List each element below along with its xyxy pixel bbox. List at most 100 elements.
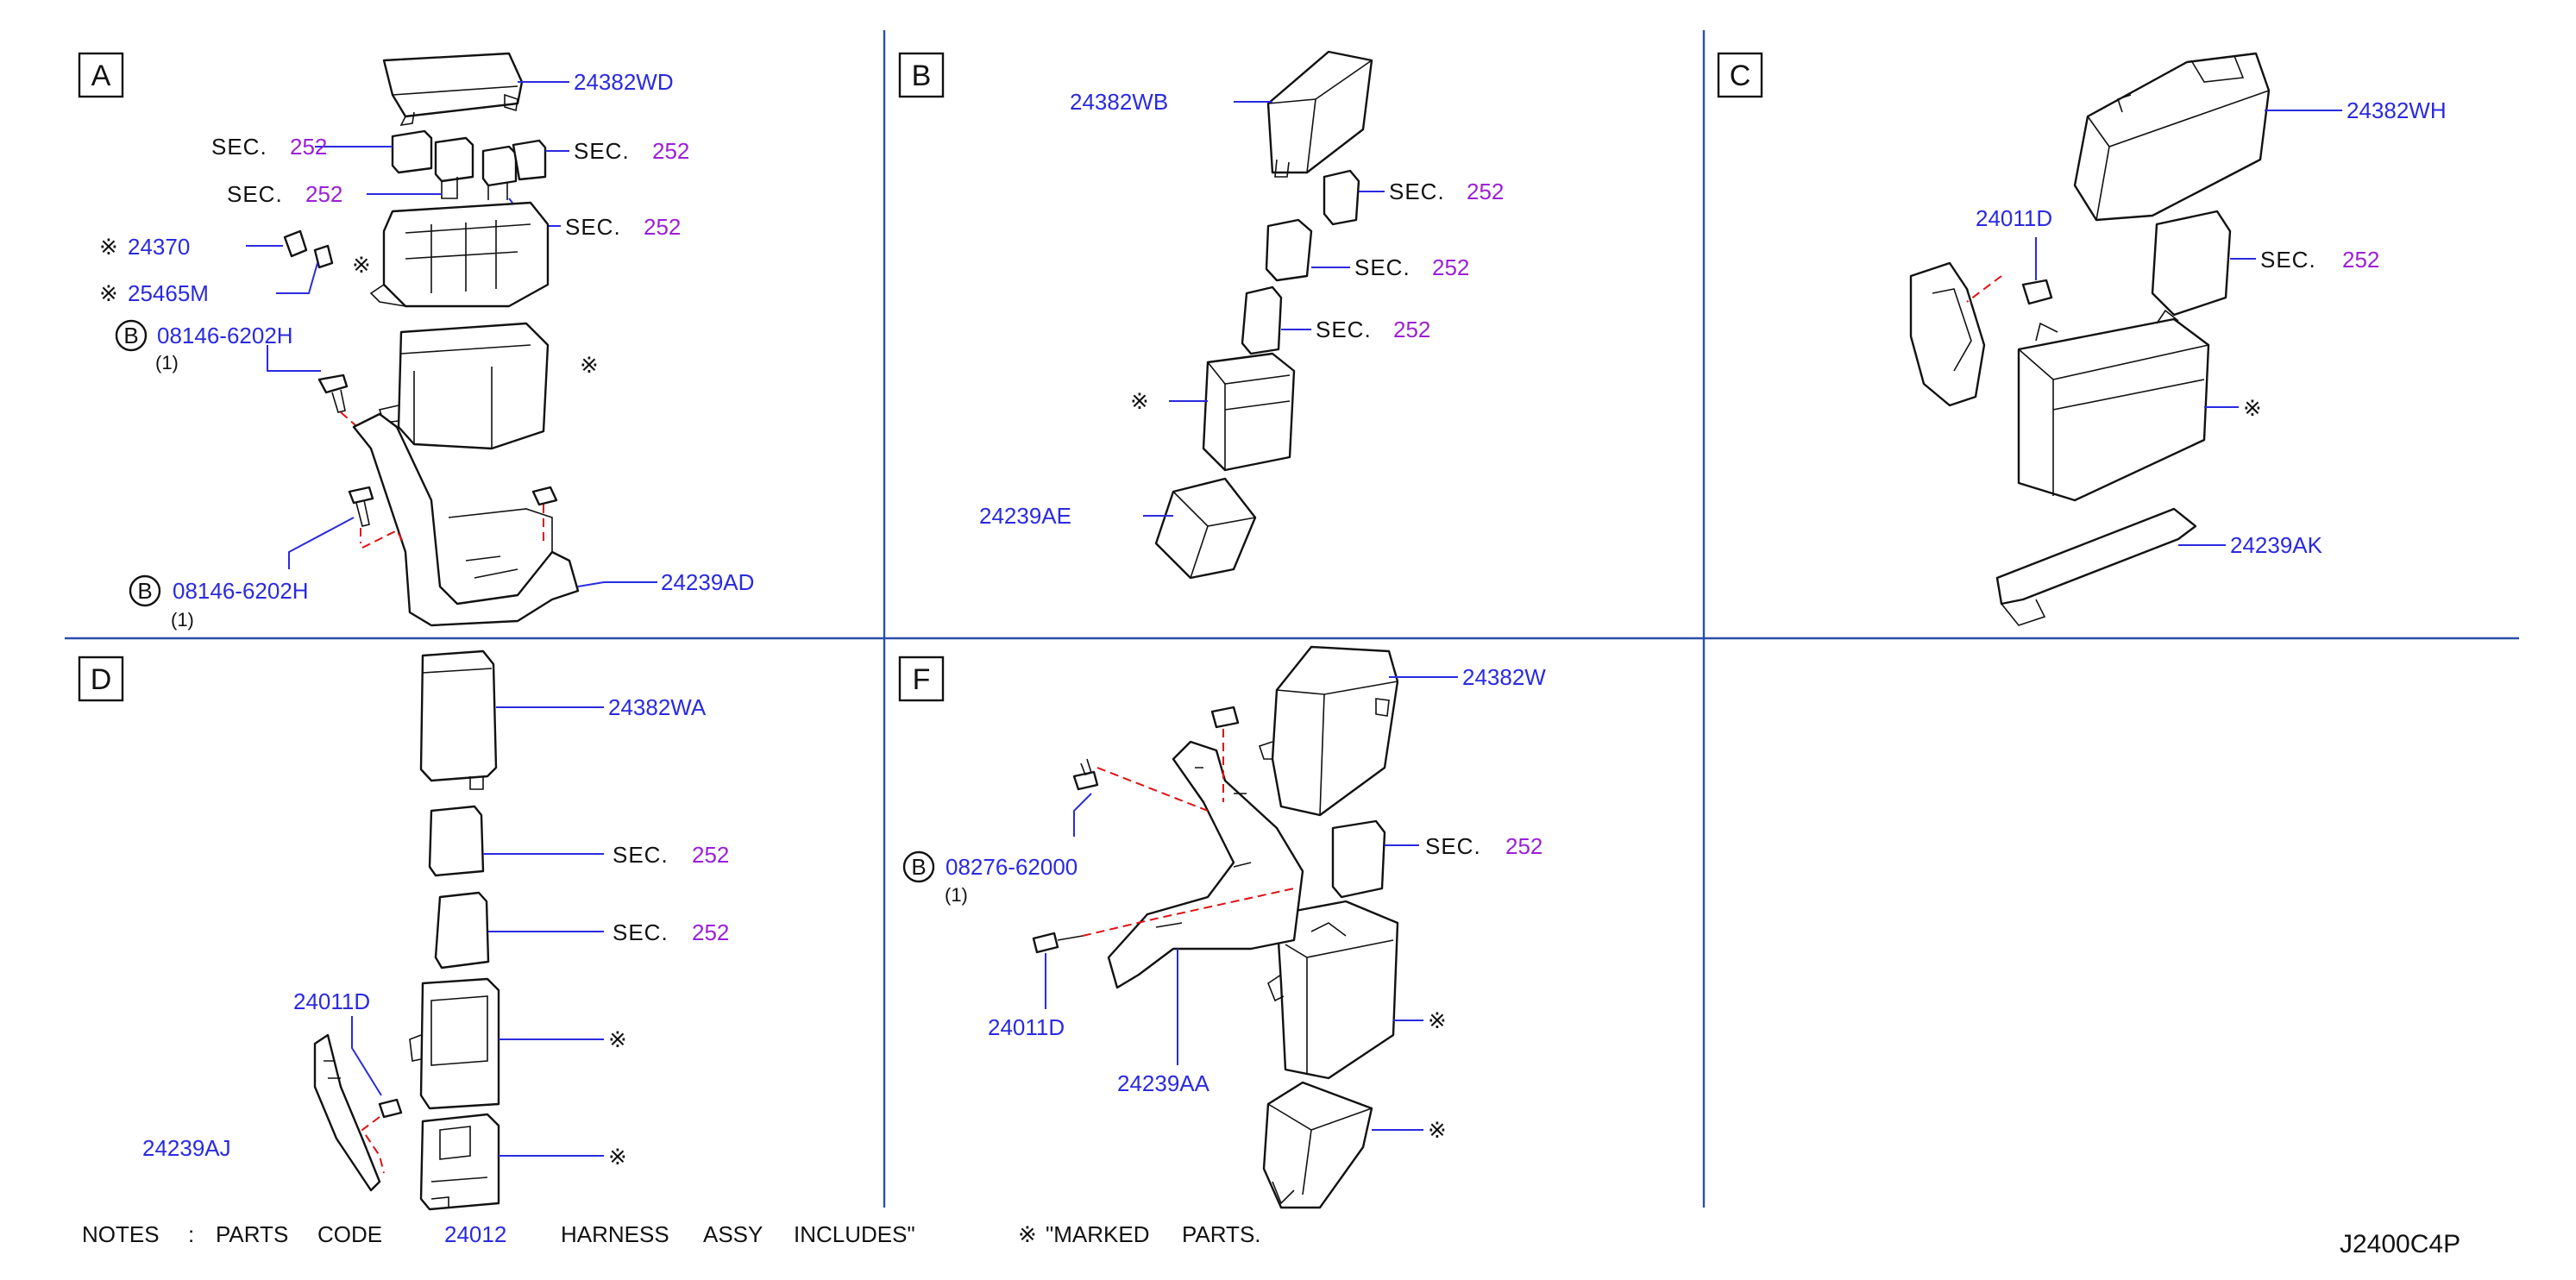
sec-number: 252 (644, 214, 681, 240)
svg-text:C: C (1730, 60, 1751, 92)
marker-icon: ※ (1428, 1007, 1447, 1033)
part-number-24239ak: 24239AK (2230, 532, 2323, 558)
part-number-24382wb: 24382WB (1070, 89, 1168, 115)
relay-icon (2151, 210, 2232, 317)
svg-text:A: A (91, 60, 111, 92)
svg-text:B: B (137, 578, 152, 604)
fuse-block-a (369, 201, 550, 308)
cover-d (419, 1113, 500, 1211)
part-number-24239aa: 24239AA (1117, 1070, 1210, 1096)
bracket-24239ad (352, 412, 580, 627)
clip-icon (378, 1098, 403, 1119)
svg-text:SEC.: SEC. (1316, 317, 1372, 342)
svg-text:SEC.: SEC. (1425, 833, 1481, 859)
svg-text:SEC.: SEC. (2260, 247, 2316, 273)
part-number-24011d: 24011D (988, 1014, 1065, 1040)
relay-icon (1265, 218, 1313, 282)
marker-icon: ※ (1130, 388, 1149, 414)
relay-icon (434, 891, 490, 969)
panel-grid (65, 30, 2519, 1208)
svg-text:B: B (123, 323, 138, 348)
sec-label: SEC. (227, 181, 283, 207)
relay-icon (428, 805, 485, 877)
svg-text:PARTS.: PARTS. (1182, 1221, 1261, 1247)
svg-text:ASSY: ASSY (703, 1221, 763, 1247)
clip-icon (2021, 279, 2053, 305)
relay-icon (1331, 819, 1386, 899)
cover-24382wa (419, 649, 498, 790)
marker-icon: ※ (99, 234, 118, 260)
nut-icon (531, 486, 558, 506)
sec-label: SEC. (574, 138, 630, 164)
svg-text:PARTS: PARTS (216, 1221, 288, 1247)
relay-icon (1323, 169, 1360, 226)
part-number-08146-6202h: 08146-6202H (173, 578, 309, 604)
part-number-24011d: 24011D (293, 988, 370, 1014)
quantity-label: (1) (155, 352, 179, 373)
panel-label-b: B (898, 52, 945, 98)
b-circle-icon (129, 574, 161, 607)
svg-text:"MARKED: "MARKED (1046, 1221, 1149, 1247)
panel-label-d: D (78, 656, 124, 702)
bracket-24239aa (1107, 740, 1304, 989)
svg-text:252: 252 (1467, 179, 1504, 204)
part-number-25465m: 25465M (128, 280, 209, 306)
sec-number: 252 (652, 138, 689, 164)
cover-24382wb (1266, 50, 1373, 178)
relay-icon (1241, 285, 1283, 355)
marker-icon: ※ (2243, 395, 2262, 421)
b-circle-icon (902, 850, 935, 883)
cover-24239ak (1995, 507, 2197, 626)
svg-text:252: 252 (1393, 317, 1430, 342)
sec-number: 252 (290, 134, 327, 160)
box-c (2017, 309, 2210, 502)
part-number-24370: 24370 (128, 234, 190, 260)
part-number-24382w: 24382W (1462, 664, 1546, 690)
cover-24382wh (2073, 52, 2271, 222)
part-number-24239aj: 24239AJ (142, 1135, 231, 1161)
svg-text:NOTES: NOTES (82, 1221, 160, 1247)
bracket-24239aj (313, 1033, 381, 1192)
box-f (1267, 900, 1399, 1080)
bolt-icon (1032, 932, 1059, 954)
part-number-24011d: 24011D (1976, 205, 2052, 231)
svg-text:252: 252 (1505, 833, 1542, 859)
part-number-24239ad: 24239AD (661, 569, 754, 595)
part-number-24382wa: 24382WA (608, 694, 707, 720)
panel-c: 24382WH SEC. 252 24011D ※ 24239AK (1909, 52, 2447, 626)
part-number-24382wd: 24382WD (574, 69, 674, 95)
svg-text::: : (188, 1221, 194, 1247)
panel-label-c: C (1717, 52, 1763, 98)
marker-icon: ※ (1018, 1221, 1037, 1247)
svg-text:D: D (91, 663, 112, 696)
svg-text:252: 252 (692, 842, 729, 868)
svg-text:B: B (911, 854, 926, 880)
b-circle-icon (115, 319, 148, 352)
quantity-label: (1) (945, 884, 968, 906)
part-number-24382wh: 24382WH (2347, 97, 2447, 123)
marker-icon: ※ (99, 280, 118, 306)
cover-24239ae (1154, 477, 1257, 580)
marker-icon: ※ (608, 1026, 627, 1052)
notes: NOTES : PARTS CODE 24012 HARNESS ASSY IN… (82, 1221, 1261, 1247)
svg-text:F: F (913, 663, 931, 696)
bolt-icon (317, 373, 349, 394)
panel-label-f: F (898, 656, 945, 702)
bracket-c (1909, 261, 1986, 407)
bolt-icon (348, 486, 374, 505)
panel-d: 24382WA SEC. 252 SEC. 252 ※ ※ 24011D (142, 649, 729, 1211)
panel-a: 24382WD SEC. 252 SEC. 252 SEC. 252 SEC. … (99, 52, 754, 631)
cover-24382wd (382, 52, 524, 127)
svg-text:252: 252 (692, 919, 729, 945)
cover-f (1262, 1081, 1373, 1209)
box-b (1202, 352, 1296, 472)
svg-text:252: 252 (2342, 247, 2379, 273)
svg-text:SEC.: SEC. (613, 919, 669, 945)
notes-code-number: 24012 (444, 1221, 506, 1247)
lower-box-a (378, 322, 550, 450)
box-d (409, 977, 500, 1110)
svg-text:SEC.: SEC. (1389, 179, 1445, 204)
relay-set-a (391, 129, 547, 200)
svg-text:INCLUDES": INCLUDES" (794, 1221, 915, 1247)
